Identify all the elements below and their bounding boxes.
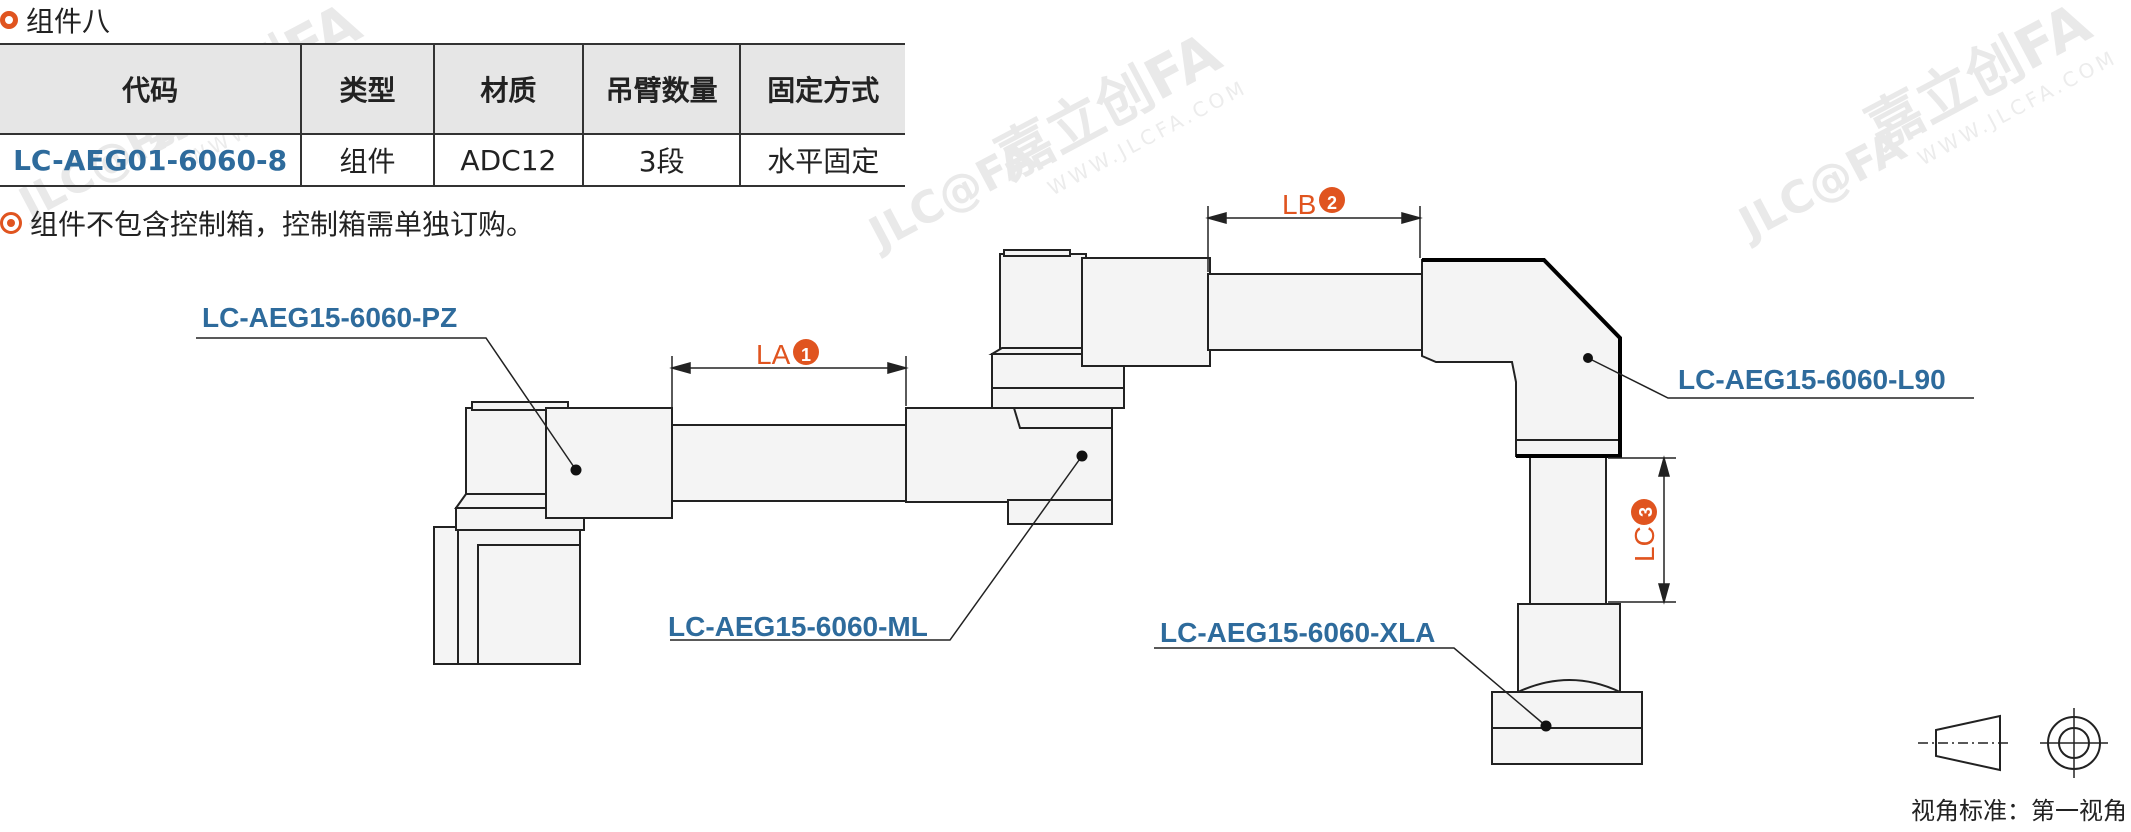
header-material: 材质 xyxy=(432,43,584,135)
dimension-lines xyxy=(669,206,1676,605)
leader-lines xyxy=(196,337,1974,727)
note: 组件不包含控制箱，控制箱需单独订购。 xyxy=(0,205,534,241)
first-angle-projection-icon xyxy=(1918,708,2108,778)
arm-la xyxy=(671,424,909,502)
callout-l90: LC-AEG15-6060-L90 xyxy=(1678,364,1946,395)
callout-pz: LC-AEG15-6060-PZ xyxy=(202,302,457,333)
cell-mount: 水平固定 xyxy=(739,133,905,187)
callout-xla: LC-AEG15-6060-XLA xyxy=(1160,617,1435,648)
header-code: 代码 xyxy=(0,43,303,135)
section-title: 组件八 xyxy=(26,5,111,38)
note-text: 组件不包含控制箱，控制箱需单独订购。 xyxy=(30,208,535,241)
view-standard: 视角标准：第一视角 xyxy=(1911,797,2127,825)
dim-lb-text: LB xyxy=(1282,189,1316,220)
cell-material: ADC12 xyxy=(432,133,584,187)
header-type: 类型 xyxy=(300,43,435,135)
ml-point xyxy=(1076,450,1088,462)
header-mount: 固定方式 xyxy=(739,43,905,135)
dim-la-badge xyxy=(793,339,819,365)
xla-point xyxy=(1540,720,1552,732)
ml-column xyxy=(999,253,1087,355)
dim-lb-num: 2 xyxy=(1327,193,1337,213)
pz-point xyxy=(570,464,582,476)
table-row: LC-AEG01-6060-8 组件 ADC12 3段 水平固定 xyxy=(0,133,905,187)
xla-column xyxy=(1517,603,1621,693)
arm-lb xyxy=(1207,273,1423,351)
callout-ml: LC-AEG15-6060-ML xyxy=(668,611,928,642)
arm-lc xyxy=(1529,455,1607,605)
cell-type: 组件 xyxy=(300,133,435,187)
watermark-logo-3: JLC@FA xyxy=(1729,120,1914,251)
table-header-row: 代码 类型 材质 吊臂数量 固定方式 xyxy=(0,43,905,135)
section-header: 组件八 xyxy=(0,0,110,40)
pz-joint xyxy=(545,407,673,519)
dim-lb-badge xyxy=(1319,187,1345,213)
note-bullet-icon xyxy=(0,212,22,234)
cell-arm-count: 3段 xyxy=(581,133,742,187)
dim-lc-num: 3 xyxy=(1636,507,1656,517)
l90-point xyxy=(1583,353,1593,363)
dim-la-num: 1 xyxy=(801,345,811,365)
spec-table: 代码 类型 材质 吊臂数量 固定方式 LC-AEG01-6060-8 组件 AD… xyxy=(0,43,905,187)
cell-code[interactable]: LC-AEG01-6060-8 xyxy=(0,133,303,187)
ml-top-joint xyxy=(1081,257,1211,367)
dim-lc-text: LC xyxy=(1629,526,1660,562)
dim-lc-badge xyxy=(1631,499,1657,525)
base-side xyxy=(433,526,459,665)
section-ring-icon xyxy=(0,11,18,29)
dim-la-text: LA xyxy=(756,339,791,370)
header-arm-count: 吊臂数量 xyxy=(581,43,742,135)
